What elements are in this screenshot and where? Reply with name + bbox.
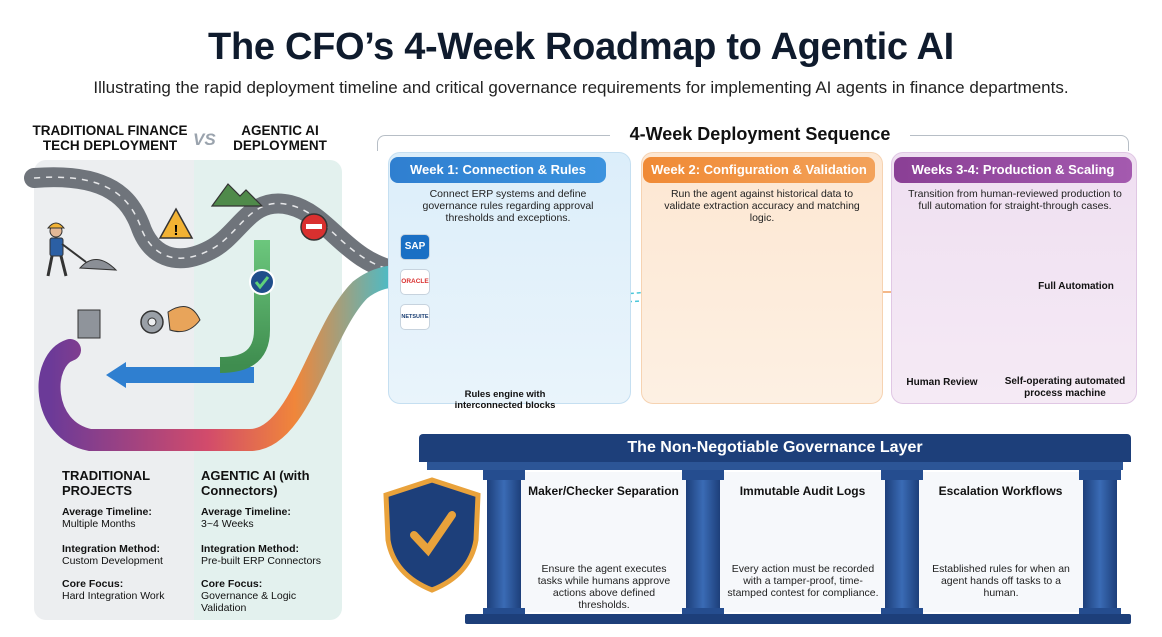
escalation-description: Established rules for when an agent hand… — [932, 563, 1070, 599]
audit-logs-heading: Immutable Audit Logs — [739, 484, 866, 498]
week2-panel — [641, 152, 883, 404]
pillar — [1079, 470, 1121, 618]
governance-bay-2 — [720, 472, 885, 612]
traditional-focus: Core Focus:Hard Integration Work — [62, 578, 165, 602]
page-title: The CFO’s 4-Week Roadmap to Agentic AI — [208, 26, 954, 68]
sequence-title: 4-Week Deployment Sequence — [610, 124, 910, 145]
netsuite-logo: NETSUITE — [400, 304, 430, 330]
audit-logs-description: Every action must be recorded with a tam… — [727, 563, 879, 599]
warning-icon: ! — [158, 207, 194, 239]
traditional-title: TRADITIONAL PROJECTS — [62, 468, 150, 498]
agentic-integration: Integration Method:Pre-built ERP Connect… — [201, 543, 322, 567]
mountain-icon — [210, 183, 264, 207]
traditional-integration: Integration Method:Custom Development — [62, 543, 163, 567]
svg-text:!: ! — [174, 222, 179, 239]
pillar — [483, 470, 525, 618]
check-icon — [249, 269, 275, 295]
governance-beam — [427, 462, 1123, 470]
governance-bay-1 — [521, 472, 686, 612]
escalation-heading: Escalation Workflows — [938, 484, 1063, 498]
governance-title: The Non-Negotiable Governance Layer — [419, 434, 1131, 462]
full-automation-label: Full Automation — [1038, 281, 1114, 292]
pillar — [682, 470, 724, 618]
week1-description: Connect ERP systems and define governanc… — [422, 188, 594, 224]
agentic-timeline: Average Timeline:3~4 Weeks — [201, 506, 291, 530]
week3-header: Weeks 3-4: Production & Scaling — [894, 157, 1132, 183]
broken-gear-icon — [77, 306, 201, 339]
traditional-road — [24, 167, 410, 282]
human-review-label: Human Review — [906, 377, 978, 388]
governance-bay-3 — [918, 472, 1083, 612]
week1-header: Week 1: Connection & Rules — [390, 157, 606, 183]
page-subtitle: Illustrating the rapid deployment timeli… — [93, 78, 1069, 97]
worker-icon — [46, 222, 118, 277]
week2-description: Run the agent against historical data to… — [664, 188, 860, 224]
agentic-heading: AGENTIC AI DEPLOYMENT — [233, 123, 327, 153]
maker-checker-heading: Maker/Checker Separation — [528, 484, 679, 498]
maker-checker-description: Ensure the agent executes tasks while hu… — [537, 563, 671, 611]
pillar — [881, 470, 923, 618]
green-road — [219, 240, 270, 373]
week2-header: Week 2: Configuration & Validation — [643, 157, 875, 183]
agentic-road — [38, 265, 411, 451]
vs-label: VS — [193, 130, 216, 149]
stop-icon — [300, 213, 328, 241]
week3-description: Transition from human-reviewed productio… — [908, 188, 1122, 212]
governance-base — [465, 614, 1131, 624]
traditional-heading: TRADITIONAL FINANCE TECH DEPLOYMENT — [32, 123, 188, 153]
machine-caption: Self-operating automated process machine — [1004, 376, 1126, 399]
rules-engine-caption: Rules engine with interconnected blocks — [454, 389, 556, 411]
oracle-logo: ORACLE — [400, 269, 430, 295]
agentic-focus: Core Focus:Governance & Logic Validation — [201, 578, 297, 614]
agentic-title: AGENTIC AI (with Connectors) — [201, 468, 310, 498]
shield-check-icon — [383, 477, 481, 593]
sap-logo: SAP — [400, 234, 430, 260]
traditional-timeline: Average Timeline:Multiple Months — [62, 506, 152, 530]
week3-panel — [891, 152, 1137, 404]
